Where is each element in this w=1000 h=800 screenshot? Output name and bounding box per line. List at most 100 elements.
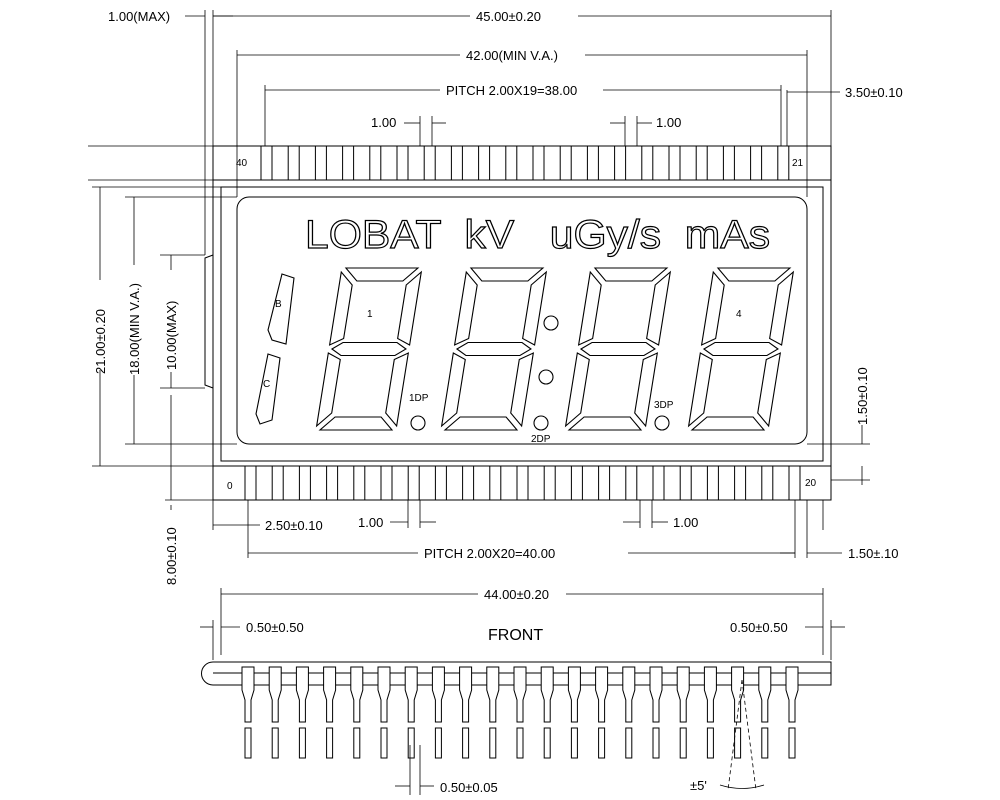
dim-overall-width: 45.00±0.20 <box>476 9 541 24</box>
colon-top-dot <box>543 315 559 331</box>
top-pin <box>287 145 300 181</box>
front-pin-head <box>703 666 717 723</box>
bottom-pin-row <box>244 465 801 501</box>
front-pin-lead <box>761 727 769 759</box>
bottom-pin <box>407 465 420 501</box>
front-pin-lead <box>706 727 714 759</box>
top-pin <box>532 145 545 181</box>
digit-3 <box>564 267 672 431</box>
top-pin <box>260 145 273 181</box>
front-view: FRONT 44.00±0.20 0.50±0.50 0.50±0.50 0.5… <box>200 587 845 795</box>
segment-b <box>397 270 423 346</box>
colon-bottom-dot <box>538 369 554 385</box>
front-pin-head <box>513 666 527 723</box>
decimal-point-1 <box>410 415 426 431</box>
front-pin-head <box>595 666 609 723</box>
glass-outline <box>204 145 832 501</box>
bottom-pin <box>625 465 638 501</box>
segment-b <box>646 270 672 346</box>
dim-front-width: 44.00±0.20 <box>484 587 549 602</box>
top-pin <box>722 145 735 181</box>
front-pin-lead <box>434 727 442 759</box>
front-pin-head <box>486 666 500 723</box>
segment-c <box>510 352 535 428</box>
dim-overall-height: 21.00±0.20 <box>93 309 108 374</box>
digit-4-label: 4 <box>736 309 742 320</box>
bottom-pin <box>380 465 393 501</box>
bottom-pin <box>570 465 583 501</box>
dim-top-pin-right: 1.00 <box>656 115 681 130</box>
segment-g <box>579 341 656 357</box>
front-pin-lead <box>326 727 334 759</box>
front-pin-lead <box>543 727 551 759</box>
segment-b <box>769 270 795 346</box>
units-indicator-text: LOBAT kV uGy/s mAs <box>305 213 770 257</box>
front-pin-head <box>404 666 418 723</box>
dim-bottom-pin-left: 1.00 <box>358 515 383 530</box>
dim-left-offset: 2.50±0.10 <box>265 518 323 533</box>
top-pin <box>559 145 572 181</box>
dim-pin-row-height: 1.50±0.10 <box>855 367 870 425</box>
pin-label-40: 40 <box>236 158 248 169</box>
top-pin <box>505 145 518 181</box>
dim-right-offset: 3.50±0.10 <box>845 85 903 100</box>
digit-4 <box>687 267 795 431</box>
front-pin-head <box>567 666 581 723</box>
bottom-pin <box>462 465 475 501</box>
front-pin-head <box>622 666 636 723</box>
decimal-point-3 <box>654 415 670 431</box>
segment-e <box>564 352 590 428</box>
front-pin-head <box>323 666 337 723</box>
dim-front-left-margin: 0.50±0.50 <box>246 620 304 635</box>
segment-e <box>440 352 466 428</box>
bottom-pin <box>734 465 747 501</box>
bottom-pin <box>271 465 284 501</box>
segment-a <box>469 267 545 282</box>
dim-bottom-pin-right: 1.00 <box>673 515 698 530</box>
segment-c <box>255 353 281 425</box>
front-pin-lead <box>516 727 524 759</box>
segment-c <box>634 352 659 428</box>
front-pin-head <box>731 666 745 723</box>
bottom-pin <box>516 465 529 501</box>
segment-e <box>687 352 713 428</box>
pin-label-21: 21 <box>792 158 804 169</box>
bottom-pin <box>706 465 719 501</box>
leading-one-digit: B C <box>255 273 295 425</box>
dp3-label: 3DP <box>654 400 674 411</box>
front-pin-head <box>459 666 473 723</box>
bottom-pin <box>598 465 611 501</box>
bottom-pin <box>761 465 774 501</box>
segment-c <box>757 352 782 428</box>
bottom-pin <box>543 465 556 501</box>
bottom-pin <box>244 465 257 501</box>
decimal-point-2 <box>533 415 549 431</box>
front-pin-head <box>649 666 663 723</box>
dim-bottom-pitch: PITCH 2.00X20=40.00 <box>424 546 555 561</box>
top-pin <box>695 145 708 181</box>
segment-g <box>455 341 532 357</box>
bottom-pin <box>353 465 366 501</box>
front-pin-lead <box>298 727 306 759</box>
segment-c-label: C <box>263 379 270 390</box>
front-pin-lead <box>679 727 687 759</box>
top-pin <box>614 145 627 181</box>
dim-min-va-width: 42.00(MIN V.A.) <box>466 48 558 63</box>
segment-d <box>318 416 394 431</box>
front-pin-lead <box>625 727 633 759</box>
pin-label-0: 0 <box>227 481 233 492</box>
top-pin <box>342 145 355 181</box>
front-pin-head <box>785 666 799 723</box>
bottom-pin <box>788 465 801 501</box>
dim-digit-height: 10.00(MAX) <box>164 301 179 370</box>
dim-pin-thickness: 0.50±0.05 <box>440 780 498 795</box>
top-pin <box>668 145 681 181</box>
front-pin-lead <box>570 727 578 759</box>
front-label: FRONT <box>488 627 543 644</box>
front-pin-head <box>350 666 364 723</box>
segment-f <box>577 270 602 346</box>
front-pin-lead <box>788 727 796 759</box>
top-pin <box>777 145 790 181</box>
segment-f <box>328 270 353 346</box>
